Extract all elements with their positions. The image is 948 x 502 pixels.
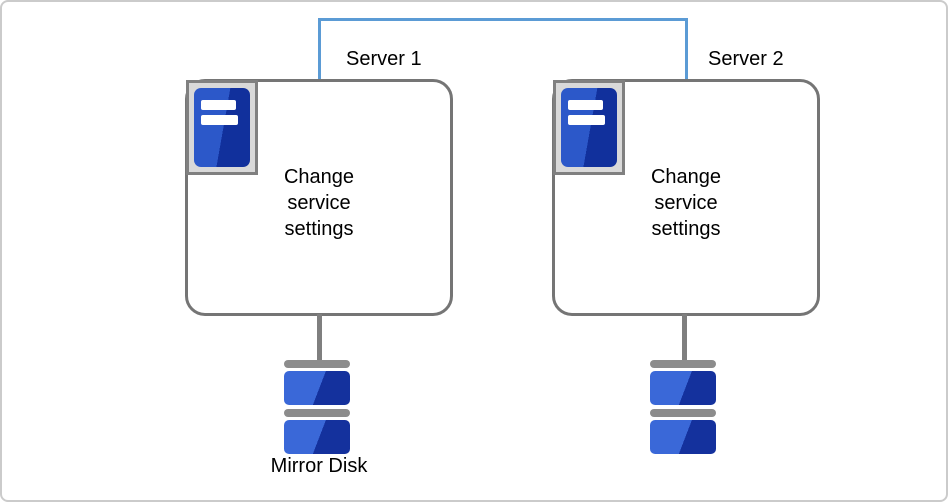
server-tower-icon xyxy=(194,88,250,167)
disk-connector-line xyxy=(317,314,322,362)
mirror-disk-label: Mirror Disk xyxy=(270,455,368,477)
disk-divider xyxy=(650,360,716,368)
disk-divider xyxy=(284,360,350,368)
disk-platter xyxy=(650,420,716,454)
server1-box: Change service settings xyxy=(185,79,453,316)
network-connector-line xyxy=(318,18,688,79)
disk-platter xyxy=(650,371,716,405)
mirror-disk-icon xyxy=(650,360,716,458)
disk-divider xyxy=(650,409,716,417)
box-text-label: Change service settings xyxy=(650,166,722,240)
server-slot-icon xyxy=(201,115,238,125)
server-slot-icon xyxy=(568,115,605,125)
disk-divider xyxy=(284,409,350,417)
box-text-label: Change service settings xyxy=(283,166,355,240)
server-slot-icon xyxy=(201,100,236,110)
server1-box-text: Change service settings xyxy=(188,164,450,242)
disk-platter xyxy=(284,371,350,405)
server2-box: Change service settings xyxy=(552,79,820,316)
disk-platter xyxy=(284,420,350,454)
server-tower-icon xyxy=(561,88,617,167)
server-icon xyxy=(553,80,625,175)
server1-label: Server 1 xyxy=(346,48,422,70)
server2-label: Server 2 xyxy=(708,48,784,70)
server-slot-icon xyxy=(568,100,603,110)
mirror-disk-icon xyxy=(284,360,350,458)
server-icon xyxy=(186,80,258,175)
disk-connector-line xyxy=(682,314,687,362)
server2-box-text: Change service settings xyxy=(555,164,817,242)
